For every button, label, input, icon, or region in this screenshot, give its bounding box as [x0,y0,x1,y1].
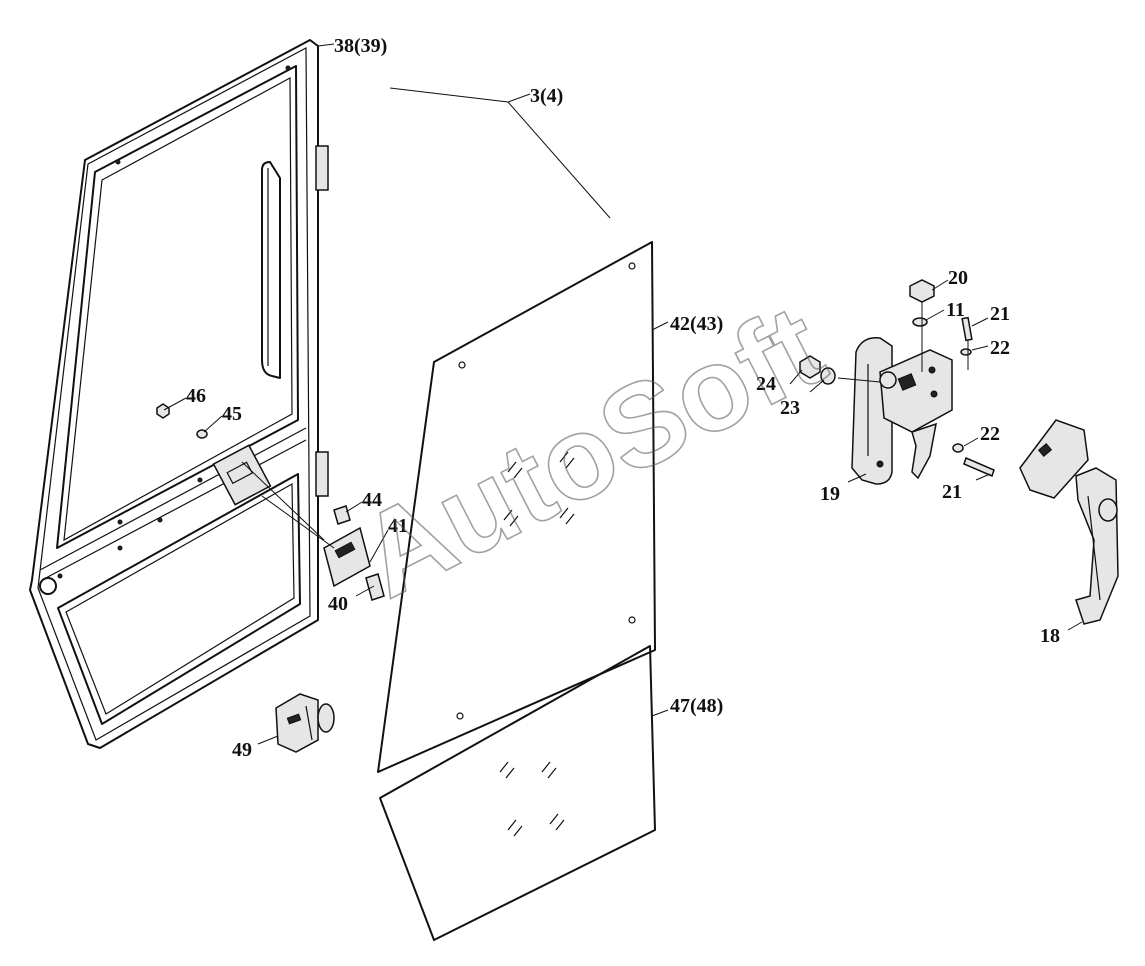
callout-44: 44 [362,489,382,511]
washer-22b-shape [952,443,964,453]
callout-labels: 38(39) 3(4) 42(43) 47(48) 20 11 21 22 24… [186,35,1060,761]
handle-19-hardware [799,279,995,478]
screw-40-shape [365,573,385,601]
nut-20-shape [909,279,935,303]
callout-22-bottom: 22 [980,423,1000,445]
latch-plate-41 [241,461,385,601]
callout-42-43: 42(43) [670,313,723,335]
callout-20: 20 [948,267,968,289]
upper-glass-panel [377,241,656,773]
callout-46: 46 [186,385,206,407]
callout-11: 11 [946,299,965,321]
door-frame [29,39,329,749]
watermark-text: AutoSoft [340,279,844,623]
callout-22-top: 22 [990,337,1010,359]
latch-49 [275,693,335,753]
callout-40: 40 [328,593,348,615]
callout-45: 45 [222,403,242,425]
callout-24: 24 [756,373,776,395]
callout-49: 49 [232,739,252,761]
leader-lines [163,43,1083,745]
callout-21-top: 21 [990,303,1010,325]
lower-glass-panel [379,645,656,941]
callout-47-48: 47(48) [670,695,723,717]
screw-21a-shape [961,316,973,342]
outer-handle-18 [1019,419,1119,625]
bolt-44-shape [333,505,351,525]
washer-23-shape [820,367,836,385]
callout-19: 19 [820,483,840,505]
callout-18: 18 [1040,625,1060,647]
callout-38-39: 38(39) [334,35,387,57]
callout-23: 23 [780,397,800,419]
screw-21b-shape [963,456,995,478]
nut-washer-46-45 [156,403,208,439]
callout-3-4: 3(4) [530,85,563,107]
washer-11-shape [912,317,928,327]
washer-22a-shape [960,348,972,356]
inner-handle-19 [851,337,953,485]
callout-41: 41 [388,515,408,537]
callout-21-bottom: 21 [942,481,962,503]
